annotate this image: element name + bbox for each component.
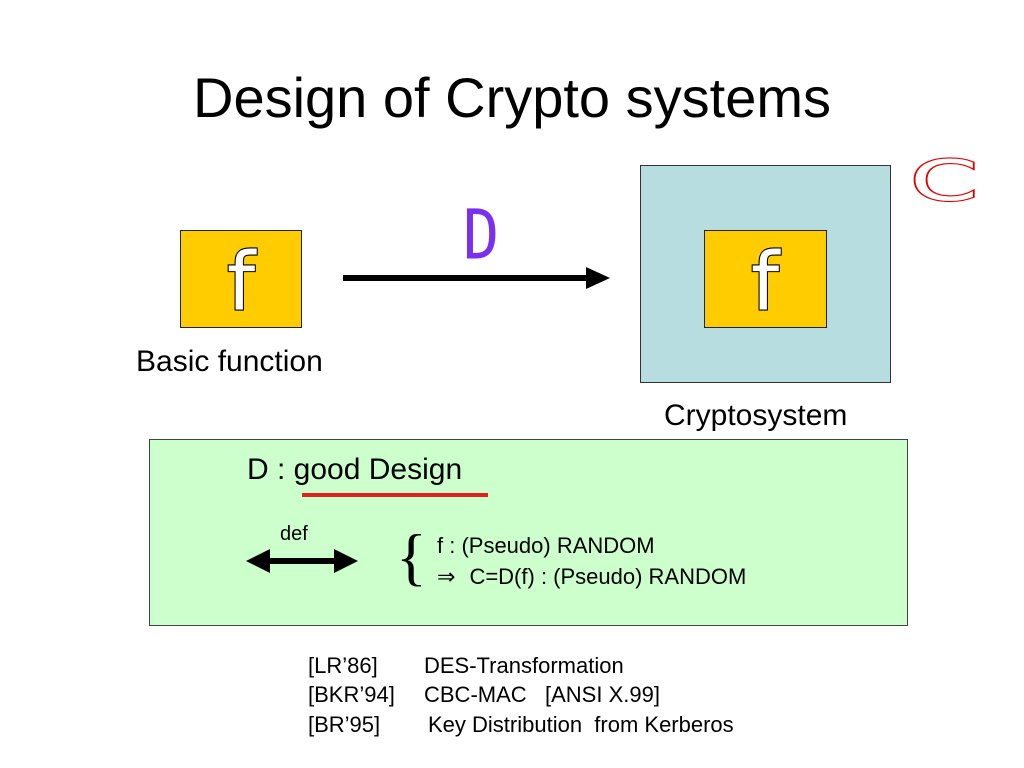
reference-item: [BR’95] Key Distribution from Kerberos	[308, 711, 734, 739]
condition-2-text: C=D(f) : (Pseudo) RANDOM	[469, 564, 747, 589]
def-label: def	[280, 523, 308, 545]
design-arrow-head	[586, 267, 610, 289]
basic-function-label: Basic function	[136, 345, 323, 378]
definition-prefix: D :	[247, 453, 294, 486]
reference-text: CBC-MAC [ANSI X.99]	[424, 682, 660, 707]
implies-symbol: ⇒	[437, 564, 456, 589]
design-arrow	[343, 267, 610, 289]
basic-function-box: f	[180, 230, 302, 329]
cryptosystem-c-label: C	[909, 146, 980, 214]
c-letter-text: C	[910, 148, 978, 214]
f-glyph: f	[226, 233, 258, 329]
good-design-underline	[302, 493, 488, 497]
cryptosystem-f-text: f	[751, 234, 781, 328]
slide-title: Design of Crypto systems	[193, 66, 831, 129]
reference-key: [LR’86]	[308, 653, 378, 678]
condition-1: f : (Pseudo) RANDOM	[437, 533, 655, 558]
reference-item: [BKR’94] CBC-MAC [ANSI X.99]	[308, 681, 660, 709]
reference-item: [LR’86] DES-Transformation	[308, 652, 624, 680]
reference-text: Key Distribution from Kerberos	[428, 712, 734, 737]
equivalence-arrow	[246, 549, 358, 573]
condition-2: ⇒ C=D(f) : (Pseudo) RANDOM	[437, 564, 746, 590]
equivalence-arrow-left-head	[246, 549, 270, 573]
equivalence-arrow-right-head	[334, 549, 358, 573]
reference-key: [BKR’94]	[308, 682, 395, 707]
basic-f-text: f	[227, 234, 257, 328]
design-label: D	[462, 195, 500, 276]
reference-key: [BR’95]	[308, 712, 381, 737]
definition-panel	[149, 439, 908, 626]
reference-text: DES-Transformation	[424, 653, 624, 678]
cryptosystem-label: Cryptosystem	[664, 399, 848, 432]
f-glyph: f	[750, 233, 782, 329]
cryptosystem-function-box: f	[704, 230, 827, 329]
conditions-brace: {	[396, 521, 427, 592]
good-design-text: good Design	[293, 453, 463, 486]
definition-heading: D : good Design	[247, 452, 462, 488]
